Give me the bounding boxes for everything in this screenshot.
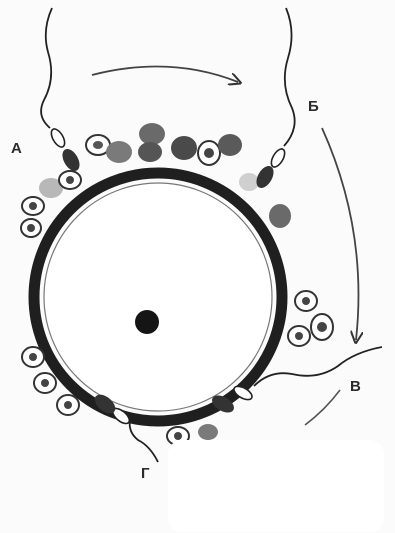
egg-cell xyxy=(34,173,282,421)
follicle-cell xyxy=(269,204,291,228)
follicle-cell xyxy=(204,148,214,158)
sperm-b-midpiece xyxy=(269,147,288,169)
follicle-cell xyxy=(41,379,49,387)
motion-arrow-right xyxy=(322,128,358,340)
follicle-cell xyxy=(174,432,182,440)
follicle-cell xyxy=(317,322,327,332)
egg-nucleus xyxy=(135,310,159,334)
follicle-cell xyxy=(27,224,35,232)
label-g: Г xyxy=(141,465,150,482)
perivitelline-gap xyxy=(44,183,272,411)
sperm-b-tail xyxy=(284,8,295,146)
motion-arrow-top xyxy=(92,66,238,82)
sperm-a-tail xyxy=(41,8,52,128)
label-b: Б xyxy=(308,98,319,115)
follicle-cell xyxy=(106,141,132,163)
follicle-cell xyxy=(64,401,72,409)
follicle-cell xyxy=(302,297,310,305)
blank-answer-box xyxy=(168,440,384,532)
follicle-cell xyxy=(198,424,218,440)
sperm-a-head xyxy=(59,146,83,174)
follicle-cell xyxy=(138,142,162,162)
sperm-b xyxy=(253,8,295,191)
follicle-cell xyxy=(93,141,103,149)
label-a: А xyxy=(11,140,22,157)
follicle-cell xyxy=(171,136,197,160)
follicle-cell xyxy=(295,332,303,340)
follicle-cell xyxy=(29,353,37,361)
follicle-cell xyxy=(239,173,259,191)
follicle-cell xyxy=(66,176,74,184)
sperm-a-midpiece xyxy=(49,127,68,149)
sperm-a xyxy=(41,8,83,174)
follicle-cell xyxy=(218,134,242,156)
label-v: В xyxy=(350,378,361,395)
follicle-cell xyxy=(139,123,165,145)
motion-arc-lower xyxy=(305,390,340,425)
follicle-cell xyxy=(29,202,37,210)
